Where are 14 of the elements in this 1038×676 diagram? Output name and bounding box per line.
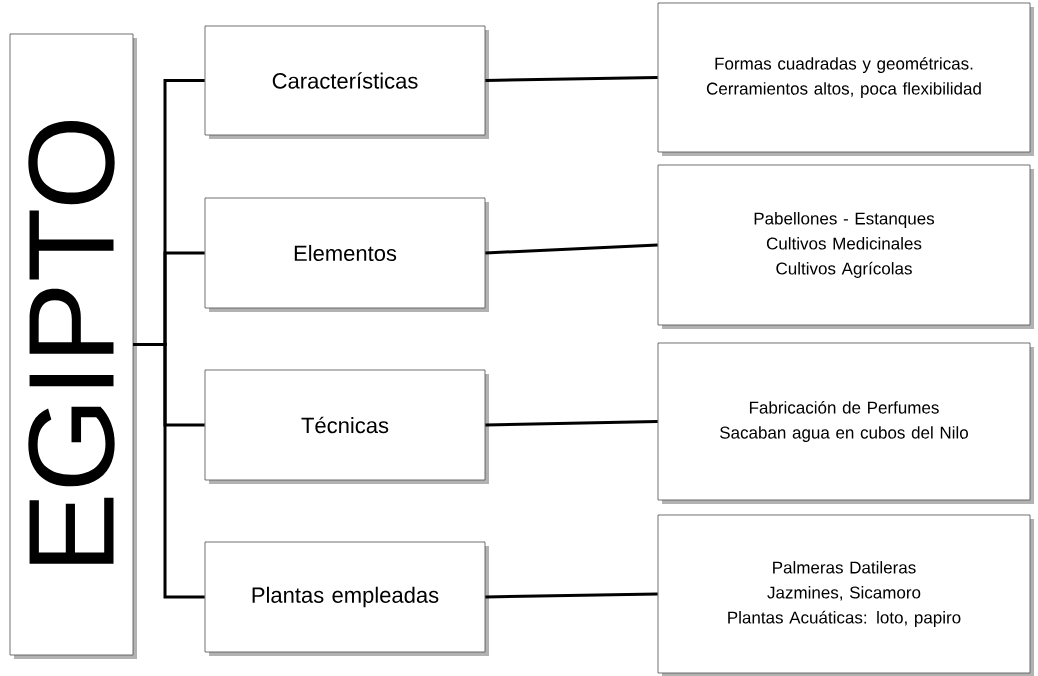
connector-line [485, 76, 658, 82]
detail-box: Fabricación de Perfumes Sacaban agua en cubos del Nilo [657, 342, 1034, 504]
title-box: EGIPTO [9, 33, 137, 659]
detail-box: Pabellones - Estanques Cultivos Medicinales Cultivos Agrícolas [657, 164, 1034, 329]
detail-box: Palmeras Datileras Jazmines, Sicamoro Plantas Acuáticas: loto, papiro [657, 514, 1034, 676]
category-box: Elementos [204, 197, 489, 312]
connector-line [485, 243, 658, 255]
category-box: Características [204, 25, 489, 139]
connector-line [485, 592, 658, 599]
category-box: Técnicas [204, 369, 489, 484]
detail-box: Formas cuadradas y geométricas. Cerramientos altos, poca flexibilidad [657, 2, 1034, 156]
category-box: Plantas empleadas [204, 541, 489, 656]
connector-line [133, 343, 205, 599]
connector-line [485, 420, 658, 427]
